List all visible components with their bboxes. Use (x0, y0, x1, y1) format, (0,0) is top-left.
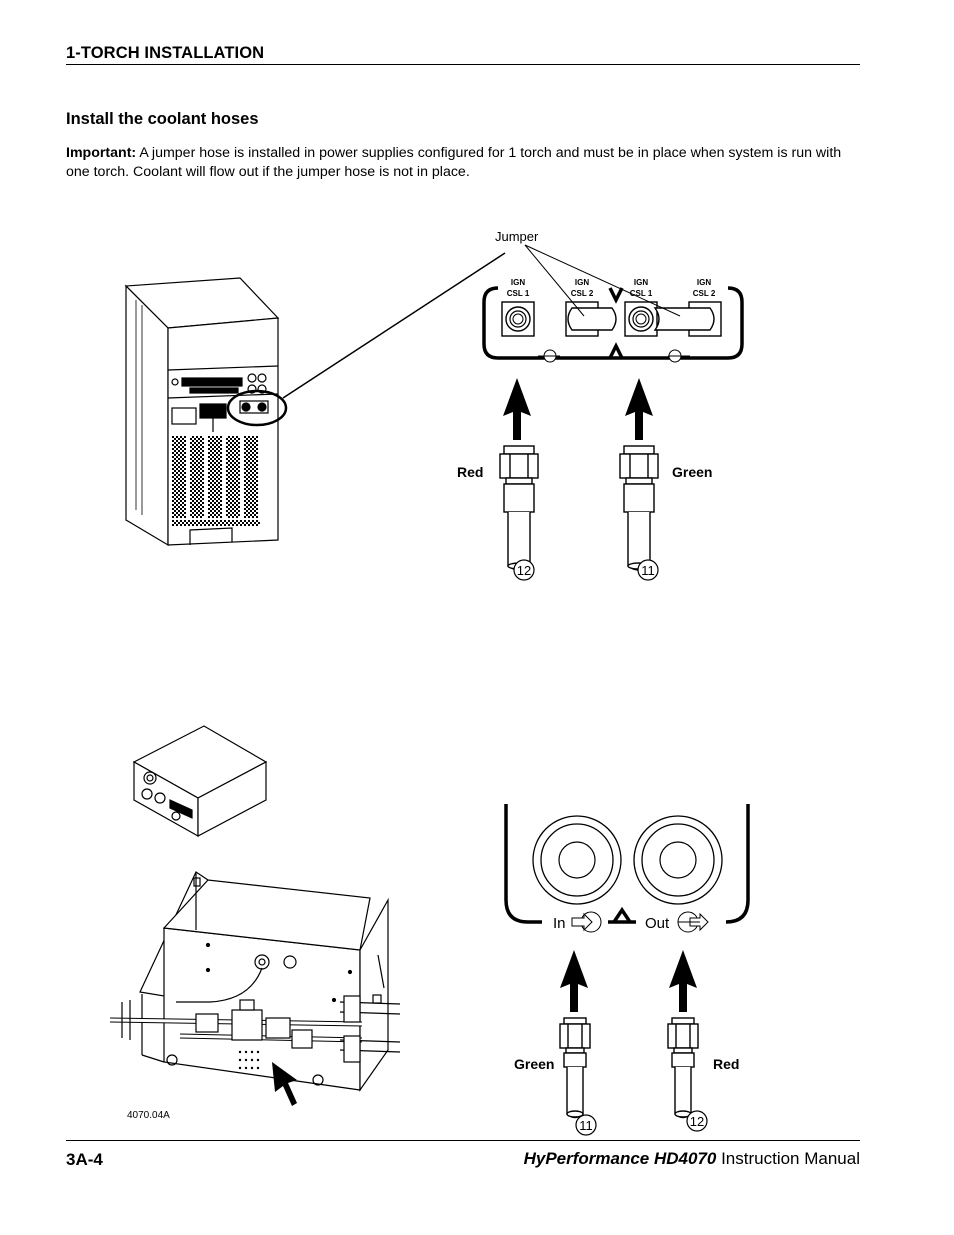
important-text: A jumper hose is installed in power supp… (66, 145, 842, 180)
port-label-1-line1: IGN (511, 278, 525, 287)
footer-rule (66, 1140, 860, 1141)
hose-fitting-red (499, 445, 539, 571)
hose-number-11-top: 11 (641, 563, 655, 578)
header-rule (66, 64, 860, 65)
hose-fitting-green-bottom (559, 1017, 591, 1119)
in-label: In (553, 915, 566, 932)
hose-label-red-bottom: Red (713, 1056, 739, 1072)
hose-number-badge-11-top (637, 559, 659, 581)
arrow-up-green-bottom (560, 950, 588, 1012)
arrow-up-red-bottom (669, 950, 697, 1012)
arrow-chassis-pointer (272, 1062, 297, 1106)
power-supply-cabinet (124, 277, 280, 547)
port-label-4-line2: CSL 2 (693, 289, 716, 298)
port-label-2-line1: IGN (575, 278, 589, 287)
section-title: 1-TORCH INSTALLATION (66, 44, 265, 62)
chassis-vent-dots (238, 1050, 260, 1070)
hose-label-green-top: Green (672, 464, 712, 480)
port-label-1-line2: CSL 1 (507, 289, 530, 298)
zoom-callout-ellipse (226, 389, 288, 427)
page-number: 3A-4 (66, 1150, 103, 1169)
port-label-2-line2: CSL 2 (571, 289, 594, 298)
gas-console-chassis (109, 871, 401, 1092)
manual-title: HyPerformance HD4070 Instruction Manual (524, 1149, 860, 1169)
arrow-up-red (503, 378, 531, 440)
figure-id: 4070.04A (127, 1110, 170, 1121)
important-paragraph: Important: A jumper hose is installed in… (66, 144, 866, 182)
manual-suffix: Instruction Manual (716, 1149, 860, 1168)
jumper-pointer-left (524, 244, 585, 317)
out-label: Out (645, 915, 670, 932)
arrow-up-green (625, 378, 653, 440)
hose-number-11-bottom: 11 (579, 1118, 593, 1133)
ignition-console-box (132, 725, 268, 838)
hose-label-green-bottom: Green (514, 1056, 554, 1072)
port-label-3-line1: IGN (634, 278, 648, 287)
section-heading: Install the coolant hoses (66, 110, 259, 128)
hose-number-12-top: 12 (517, 563, 531, 578)
hose-fitting-green (619, 445, 659, 571)
port-label-3-line2: CSL 1 (630, 289, 653, 298)
port-label-group: IGN CSL 1 IGN CSL 2 IGN CSL 1 IGN CSL 2 (507, 278, 716, 298)
important-label: Important: (66, 145, 137, 161)
hose-number-12-bottom: 12 (690, 1114, 704, 1129)
in-out-connector-panel (504, 804, 750, 933)
hose-number-badge-12-top (513, 559, 535, 581)
jumper-pointer-right (524, 244, 681, 317)
product-name: HyPerformance HD4070 (523, 1149, 717, 1168)
zoom-leader-line (282, 252, 506, 399)
hose-number-badge-11-bottom (575, 1114, 597, 1136)
port-label-4-line1: IGN (697, 278, 711, 287)
connector-panel (482, 286, 744, 363)
hose-fitting-red-bottom (667, 1017, 699, 1119)
jumper-label: Jumper (495, 229, 539, 244)
hose-number-badge-12-bottom (686, 1110, 708, 1132)
hose-label-red-top: Red (457, 464, 483, 480)
